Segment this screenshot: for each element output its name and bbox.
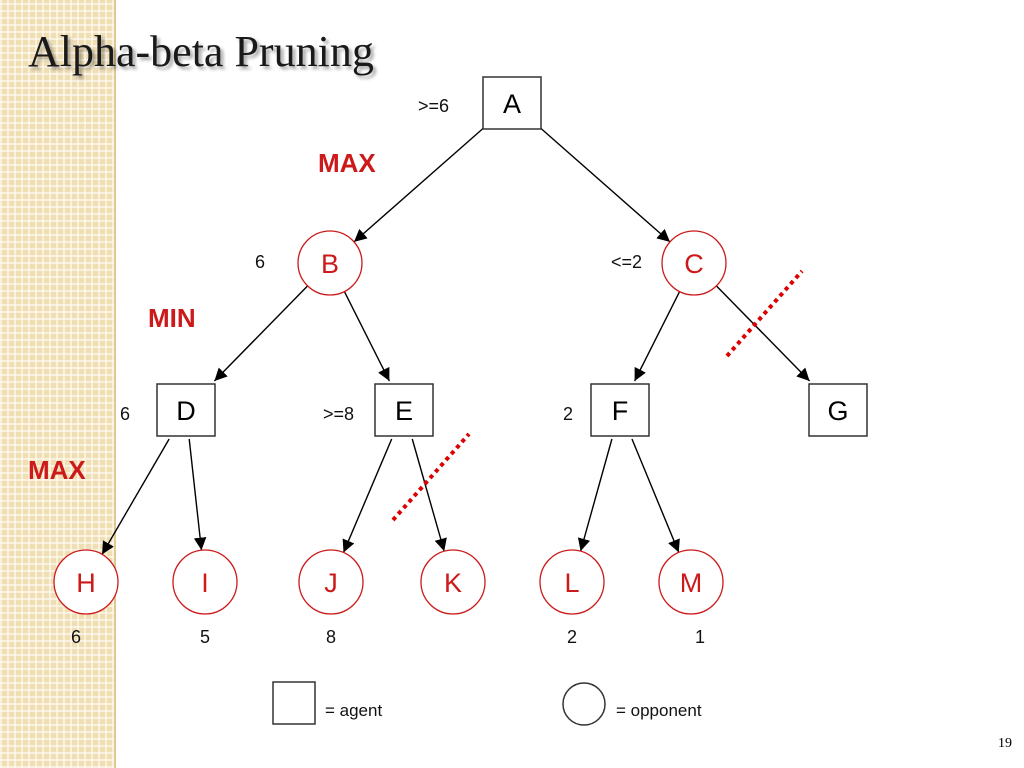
node-I: I <box>172 549 238 615</box>
node-G: G <box>808 383 868 437</box>
prune-mark-E-K <box>391 432 471 522</box>
node-label-B: B <box>321 249 339 279</box>
prune-mark-C-G <box>725 269 804 358</box>
opponent-node-shape <box>420 549 486 615</box>
edge-F-M <box>631 438 680 553</box>
legend-opponent-circle <box>562 682 606 726</box>
agent-node-shape <box>482 76 542 130</box>
node-label-G: G <box>827 396 848 426</box>
edge-B-E <box>343 291 391 382</box>
node-K: K <box>420 549 486 615</box>
node-value-E: >=8 <box>323 404 354 424</box>
node-label-K: K <box>444 568 462 598</box>
edge-A-C <box>540 127 671 243</box>
opponent-node-shape <box>298 549 364 615</box>
side-decoration-edge <box>114 0 116 768</box>
edge-E-J <box>342 438 393 553</box>
node-value-F: 2 <box>563 404 573 424</box>
edge-F-L <box>577 438 613 552</box>
node-label-I: I <box>201 568 209 598</box>
legend: = agent = opponent <box>272 681 702 726</box>
node-value-J: 8 <box>326 627 336 647</box>
level-label-min: MIN <box>148 303 196 333</box>
slide-title: Alpha-beta Pruning <box>28 27 374 76</box>
agent-node-shape <box>808 383 868 437</box>
edge-A-B <box>353 127 484 243</box>
node-A: A <box>482 76 542 130</box>
opponent-node-shape <box>53 549 119 615</box>
opponent-node-shape <box>661 230 727 296</box>
slide-number: 19 <box>998 736 1012 751</box>
node-J: J <box>298 549 364 615</box>
node-value-A: >=6 <box>418 96 449 116</box>
legend-opponent-label: = opponent <box>616 701 702 720</box>
node-L: L <box>539 549 605 615</box>
node-label-F: F <box>612 396 629 426</box>
node-label-J: J <box>324 568 338 598</box>
edge-E-K <box>411 438 447 552</box>
legend-agent-square <box>272 681 316 725</box>
node-label-A: A <box>503 89 521 119</box>
node-D: D <box>156 383 216 437</box>
node-value-M: 1 <box>695 627 705 647</box>
node-value-D: 6 <box>120 404 130 424</box>
node-M: M <box>658 549 724 615</box>
node-label-M: M <box>680 568 703 598</box>
node-label-H: H <box>76 568 96 598</box>
node-values: >=6 6 <=2 6 >=8 2 6 5 8 2 1 <box>71 96 705 647</box>
node-C: C <box>661 230 727 296</box>
edge-B-D <box>213 285 309 382</box>
opponent-node-shape <box>297 230 363 296</box>
node-B: B <box>297 230 363 296</box>
tree-edges <box>101 127 811 555</box>
node-H: H <box>53 549 119 615</box>
opponent-node-shape <box>658 549 724 615</box>
level-label-max-top: MAX <box>318 148 376 178</box>
node-value-H: 6 <box>71 627 81 647</box>
edge-D-H <box>101 438 170 555</box>
edge-C-G <box>715 285 811 382</box>
edge-C-F <box>633 291 681 382</box>
level-label-max-bottom: MAX <box>28 455 86 485</box>
opponent-node-shape <box>172 549 238 615</box>
level-labels: MAX MIN MAX <box>28 148 376 485</box>
node-label-L: L <box>564 568 579 598</box>
node-value-L: 2 <box>567 627 577 647</box>
side-decoration <box>0 0 114 768</box>
tree-nodes: A B C D E F G H I J K L M <box>53 76 868 615</box>
agent-node-shape <box>374 383 434 437</box>
node-value-B: 6 <box>255 252 265 272</box>
node-value-I: 5 <box>200 627 210 647</box>
legend-agent-label: = agent <box>325 701 382 720</box>
node-label-D: D <box>176 396 196 426</box>
node-F: F <box>590 383 650 437</box>
node-value-C: <=2 <box>611 252 642 272</box>
node-E: E <box>374 383 434 437</box>
prune-marks <box>391 269 804 522</box>
node-label-C: C <box>684 249 704 279</box>
opponent-node-shape <box>539 549 605 615</box>
agent-node-shape <box>590 383 650 437</box>
edge-D-I <box>188 438 207 551</box>
agent-node-shape <box>156 383 216 437</box>
node-label-E: E <box>395 396 413 426</box>
